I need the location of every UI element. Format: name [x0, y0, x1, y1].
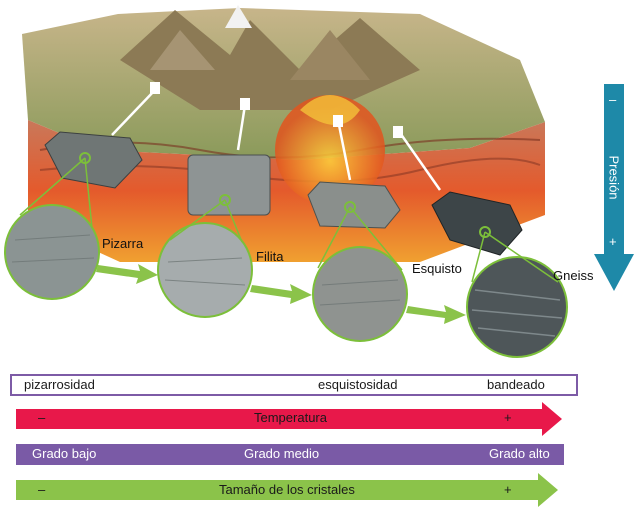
crystal-size-plus: + [504, 482, 512, 497]
temperature-plus: + [504, 410, 512, 425]
crystal-size-minus: – [38, 482, 46, 497]
pressure-arrow [594, 84, 634, 291]
foliation-schistose: esquistosidad [318, 377, 398, 392]
grade-medium: Grado medio [244, 446, 320, 461]
temperature-minus: – [38, 410, 46, 425]
pressure-plus: + [609, 234, 617, 249]
pressure-label: Presión [606, 155, 622, 200]
rock-label-esquisto: Esquisto [412, 261, 462, 276]
grade-high: Grado alto [489, 446, 550, 461]
foliation-banded: bandeado [487, 377, 545, 392]
metamorphic-grade-bar: Grado bajo Grado medio Grado alto [16, 444, 564, 465]
geology-block-diagram [4, 5, 568, 358]
crystal-size-label: Tamaño de los cristales [219, 482, 355, 497]
temperature-label: Temperatura [254, 410, 327, 425]
rock-label-gneiss: Gneiss [553, 268, 594, 283]
foliation-slaty: pizarrosidad [24, 377, 95, 392]
rock-label-pizarra: Pizarra [102, 236, 144, 251]
crystal-size-arrow [16, 473, 558, 507]
grade-low: Grado bajo [32, 446, 97, 461]
foliation-bar [10, 374, 578, 396]
pressure-minus: – [609, 92, 617, 107]
temperature-arrow [16, 402, 562, 436]
rock-label-filita: Filita [256, 249, 284, 264]
